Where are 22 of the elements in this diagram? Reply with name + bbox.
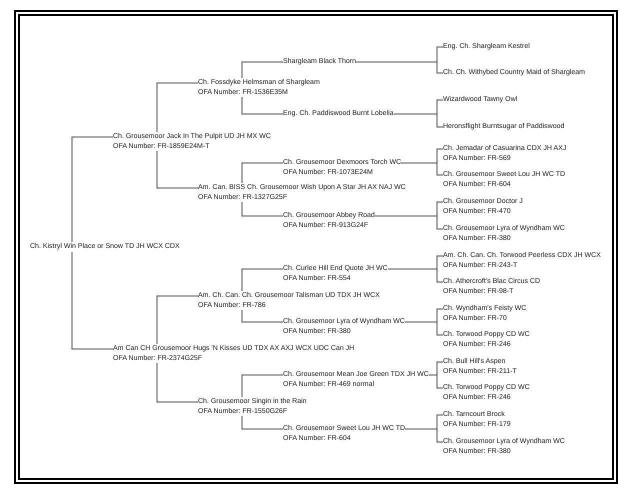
connector-line <box>428 374 444 388</box>
connector-line <box>156 296 198 344</box>
connector-line <box>242 202 284 216</box>
connector-line <box>242 310 284 322</box>
connector-line <box>404 322 444 336</box>
connector-line <box>242 62 284 78</box>
connector-line <box>242 96 284 114</box>
connector-line <box>388 268 444 282</box>
connector-line <box>242 162 284 184</box>
connector-line <box>404 428 444 442</box>
connector-line <box>156 362 198 402</box>
connector-line <box>400 162 444 176</box>
connector-line <box>356 62 444 74</box>
connector-line <box>374 216 444 230</box>
connector-line <box>72 136 114 242</box>
connector-line <box>72 252 114 350</box>
connector-line <box>156 82 198 132</box>
connector-line <box>242 374 284 398</box>
connector-line <box>242 416 284 430</box>
connector-line <box>242 268 284 292</box>
connector-line <box>156 150 198 188</box>
connector-line <box>394 114 444 128</box>
